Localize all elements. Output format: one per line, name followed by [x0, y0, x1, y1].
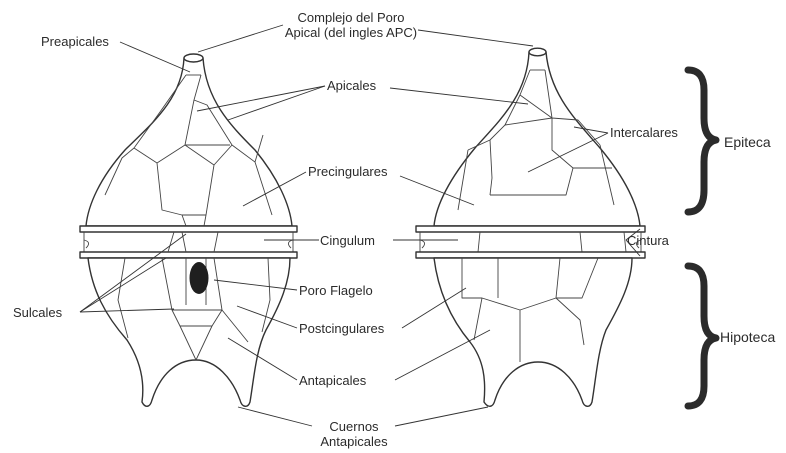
right-cingulum-band: [416, 226, 645, 232]
right-hypotheca-outline: [434, 258, 632, 406]
left-hypotheca-outline: [88, 258, 290, 406]
label-preapicales: Preapicales: [41, 34, 109, 49]
right-apical-pore: [529, 48, 546, 56]
label-postcingulares: Postcingulares: [299, 321, 385, 336]
label-cingulum: Cingulum: [320, 233, 375, 248]
label-cintura: Cintura: [627, 233, 670, 248]
left-cingulum-band: [80, 226, 297, 232]
left-apical-pore: [184, 54, 203, 62]
label-antapicales: Antapicales: [299, 373, 367, 388]
right-cingulum-band-lower: [416, 252, 645, 258]
label-cuernos-line1: Cuernos: [329, 419, 379, 434]
label-sulcales: Sulcales: [13, 305, 63, 320]
label-apicales: Apicales: [327, 78, 377, 93]
left-flagellar-pore: [190, 262, 209, 294]
label-complejo-poro-line1: Complejo del Poro: [298, 10, 405, 25]
left-cingulum-band-lower: [80, 252, 297, 258]
label-epiteca: Epiteca: [724, 134, 771, 150]
label-precingulares: Precingulares: [308, 164, 388, 179]
right-cell: [416, 48, 645, 406]
epiteca-brace: [688, 70, 716, 212]
label-intercalares: Intercalares: [610, 125, 678, 140]
label-complejo-poro-line2: Apical (del ingles APC): [285, 25, 417, 40]
label-hipoteca: Hipoteca: [720, 329, 775, 345]
label-poro-flagelo: Poro Flagelo: [299, 283, 373, 298]
label-cuernos-line2: Antapicales: [320, 434, 388, 449]
hipoteca-brace: [688, 266, 716, 406]
